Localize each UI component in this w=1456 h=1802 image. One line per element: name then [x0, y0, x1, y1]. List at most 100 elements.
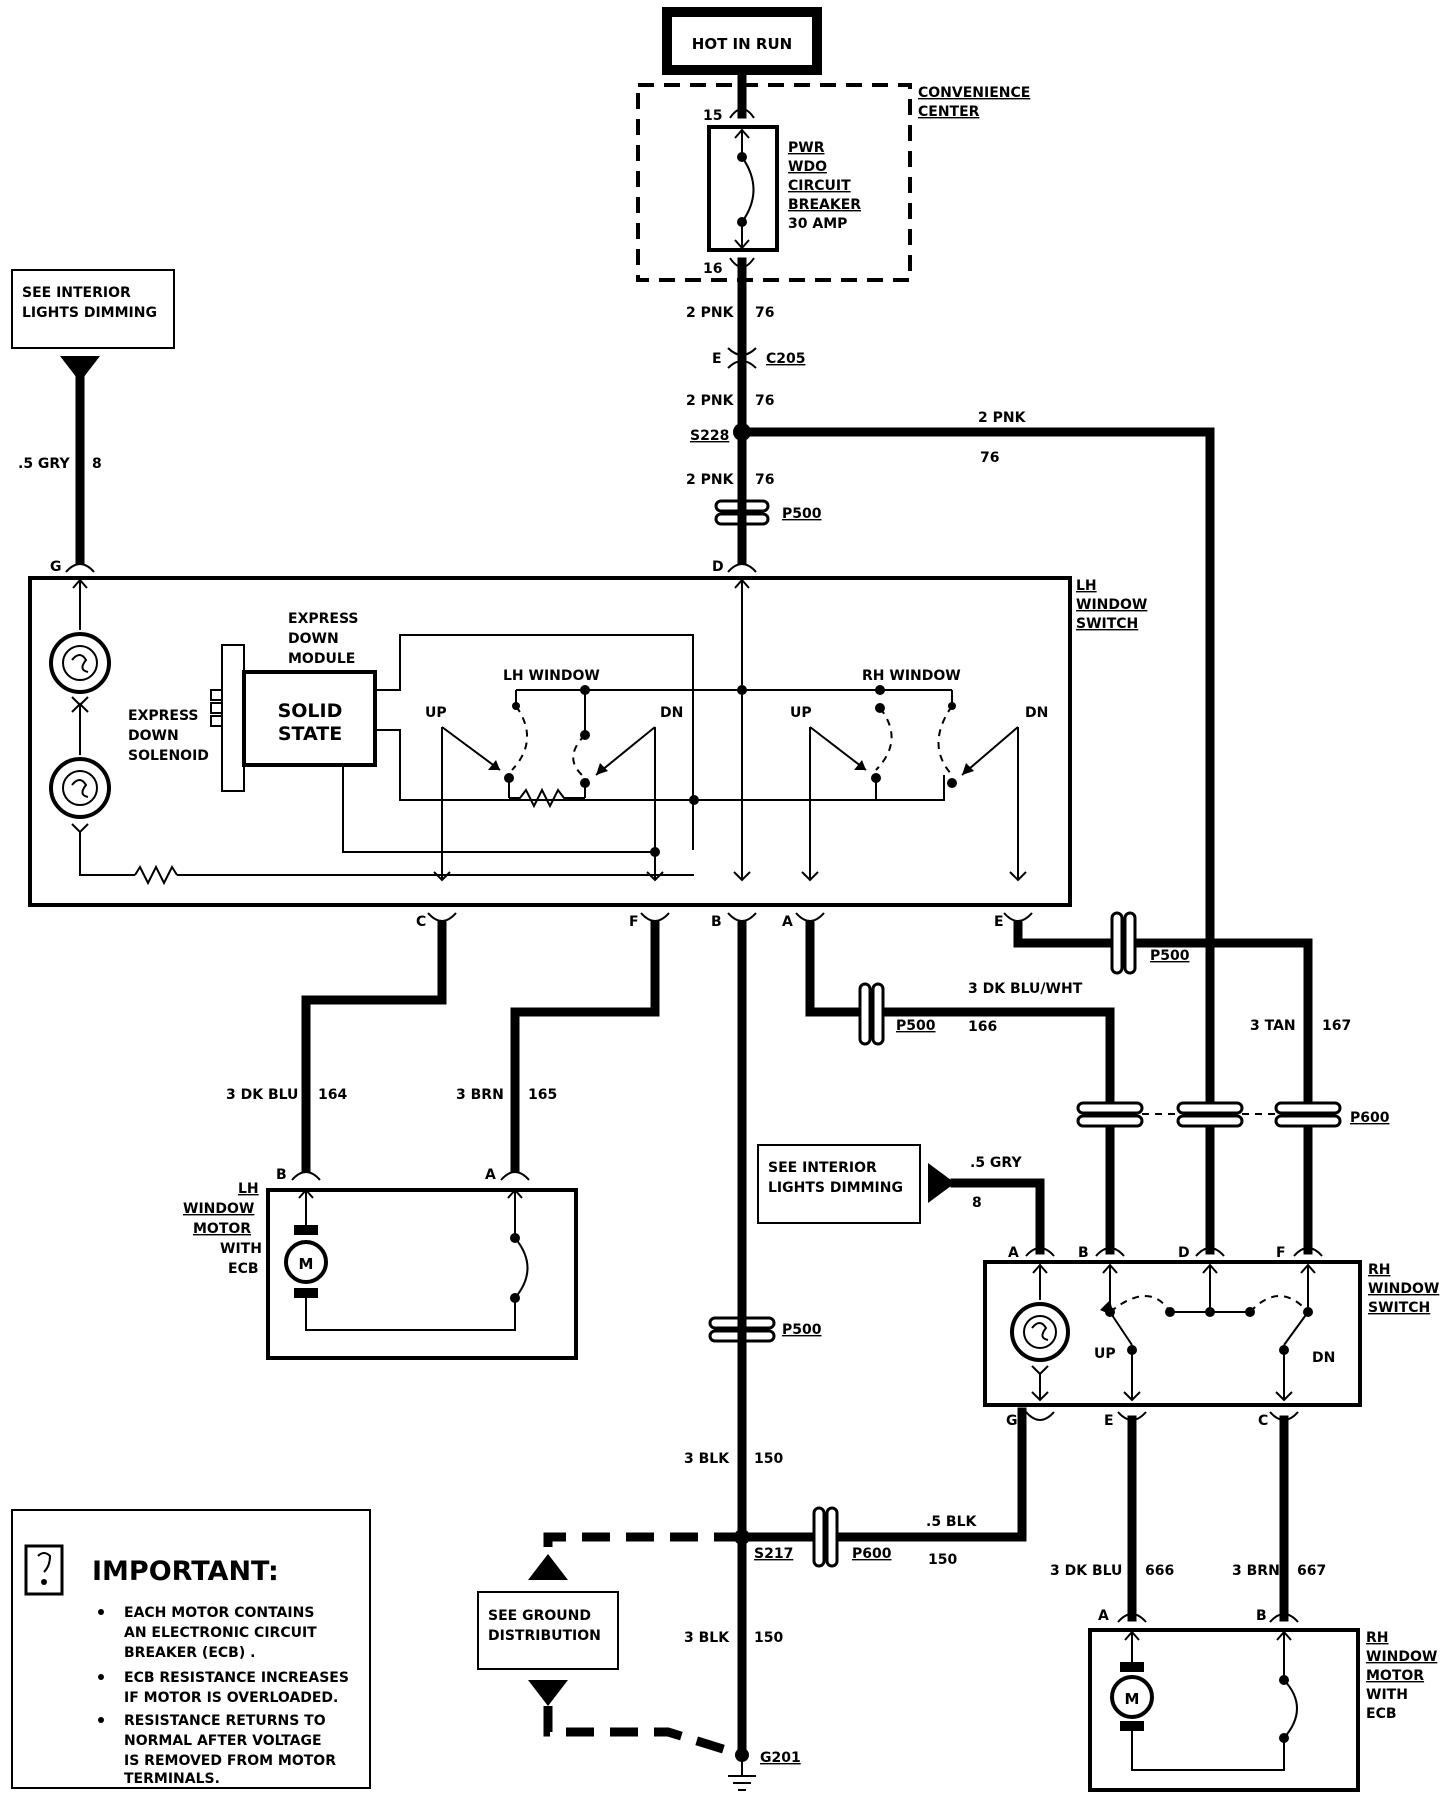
lh-switch-pin-f: F	[629, 914, 639, 930]
info-icon	[24, 1544, 64, 1596]
ref-text: SEE INTERIOR	[22, 285, 131, 301]
ground-dist-arrow-down	[528, 1680, 568, 1706]
wire-dk-blu-wht-166	[805, 920, 1115, 1255]
wire-gry-8-rh	[950, 1178, 1045, 1255]
p500-label: P500	[782, 506, 822, 522]
lh-switch-pin-e: E	[994, 914, 1004, 930]
rh-switch-pin-f: F	[1276, 1245, 1286, 1261]
wire-label: .5 BLK	[926, 1514, 978, 1530]
rh-motor-pin-b: B	[1256, 1608, 1267, 1624]
module-label-2: DOWN	[288, 631, 339, 647]
wire-label: 2 PNK	[978, 410, 1027, 426]
wire-label: 3 BLK	[684, 1630, 730, 1646]
wire-label: 2 PNK	[686, 472, 735, 488]
rh-window-label: RH WINDOW	[862, 668, 961, 684]
wire-circuit: 164	[318, 1087, 347, 1103]
ground-g201: G201	[728, 1748, 801, 1791]
wire-circuit: 167	[1322, 1018, 1351, 1034]
wire-circuit: 150	[754, 1630, 783, 1646]
wire-circuit: 166	[968, 1019, 997, 1035]
lh-switch-pin-a: A	[782, 914, 793, 930]
solid-state-label-2: STATE	[278, 723, 342, 745]
rh-window-motor: A B RH WINDOW MOTOR WITH ECB M	[1088, 1608, 1437, 1792]
important-text: EACH MOTOR CONTAINS	[124, 1605, 314, 1621]
lh-motor-title-4: WITH	[220, 1241, 262, 1257]
rh-up-label: UP	[790, 705, 812, 721]
rh-motor-m: M	[1125, 1690, 1140, 1708]
wire-label: 2 PNK	[686, 305, 735, 321]
important-note: IMPORTANT: EACH MOTOR CONTAINS AN ELECTR…	[11, 1509, 371, 1789]
convenience-center-label: CONVENIENCE	[918, 85, 1030, 101]
wire-label: .5 GRY	[970, 1155, 1022, 1171]
rh-switch-pin-d: D	[1178, 1245, 1190, 1261]
connector-p500-166: P500	[858, 982, 936, 1046]
wire-circuit: 76	[755, 305, 774, 321]
lh-switch-pin-d: D	[712, 559, 724, 575]
wire-circuit: 667	[1297, 1563, 1326, 1579]
lh-motor-pin-b: B	[276, 1167, 287, 1183]
solid-state-label: SOLID	[278, 700, 343, 722]
rh-switch-pin-e: E	[1104, 1413, 1114, 1429]
wire-circuit: 8	[972, 1195, 982, 1211]
p600-label-blk: P600	[852, 1546, 892, 1562]
ground-dist-dash-bottom	[543, 1706, 738, 1758]
p500-label-2: P500	[782, 1322, 822, 1338]
lh-switch-title: LH	[1076, 578, 1097, 594]
rh-motor-pin-a: A	[1098, 1608, 1109, 1624]
rh-switch-pin-a: A	[1008, 1245, 1019, 1261]
lh-motor-title-5: ECB	[228, 1261, 259, 1277]
rh-switch-pin-c: C	[1258, 1413, 1268, 1429]
important-text: NORMAL AFTER VOLTAGE	[124, 1733, 322, 1749]
rh-motor-title-2: WINDOW	[1366, 1649, 1437, 1665]
rh-motor-title: RH	[1366, 1630, 1389, 1646]
pin-16: 16	[703, 261, 722, 277]
lh-window-label: LH WINDOW	[503, 668, 600, 684]
s217-label: S217	[754, 1546, 793, 1562]
see-ground-distribution-ref[interactable]: SEE GROUND DISTRIBUTION	[477, 1591, 619, 1670]
wire-blk-150-rh	[737, 1407, 1027, 1542]
ground-dist-dash-top	[543, 1532, 742, 1575]
wire-label: 3 DK BLU	[226, 1087, 298, 1103]
wire-label: 3 BRN	[1232, 1563, 1280, 1579]
important-text: IF MOTOR IS OVERLOADED.	[124, 1690, 338, 1706]
lh-motor-title-2: WINDOW	[183, 1201, 254, 1217]
hot-in-run-box: HOT IN RUN	[662, 7, 822, 75]
wire-circuit: 76	[755, 472, 774, 488]
lh-switch-title-2: WINDOW	[1076, 597, 1147, 613]
important-text: ECB RESISTANCE INCREASES	[124, 1670, 349, 1686]
connector-p600: P600	[1076, 1101, 1390, 1128]
pin-15: 15	[703, 108, 722, 124]
ref-text: LIGHTS DIMMING	[22, 305, 157, 321]
lh-switch-title-3: SWITCH	[1076, 616, 1138, 632]
lh-up-label: UP	[425, 705, 447, 721]
lh-switch-pin-b: B	[711, 914, 722, 930]
lh-window-motor: B A LH WINDOW MOTOR WITH ECB M	[183, 1167, 578, 1360]
lh-window-switch: LH WINDOW SWITCH G D EXPRESS DOWN SOLENO…	[28, 559, 1147, 930]
convenience-center-label-2: CENTER	[918, 104, 980, 120]
wire-circuit: 8	[92, 456, 102, 472]
ref-text: SEE GROUND	[488, 1608, 591, 1624]
see-interior-lights-dimming-ref[interactable]: SEE INTERIOR LIGHTS DIMMING	[11, 269, 175, 382]
connector-p500: P500	[714, 493, 822, 533]
wire-circuit: 150	[754, 1451, 783, 1467]
important-heading: IMPORTANT:	[92, 1556, 279, 1587]
breaker-label-3: CIRCUIT	[788, 178, 851, 194]
rh-switch-pin-b: B	[1078, 1245, 1089, 1261]
see-interior-lights-dimming-ref-2[interactable]: SEE INTERIOR LIGHTS DIMMING	[757, 1144, 955, 1224]
rh-switch-title: RH	[1368, 1262, 1391, 1278]
solenoid-label-3: SOLENOID	[128, 748, 209, 764]
rh-motor-title-4: WITH	[1366, 1687, 1408, 1703]
wire-dk-blu-164	[301, 920, 447, 1173]
breaker-label-1: PWR	[788, 140, 825, 156]
s228-label: S228	[690, 428, 729, 444]
important-text: RESISTANCE RETURNS TO	[124, 1713, 326, 1729]
wire-circuit: 165	[528, 1087, 557, 1103]
solenoid-label-2: DOWN	[128, 728, 179, 744]
breaker-label-4: BREAKER	[788, 197, 861, 213]
connector-p500-167: P500	[1110, 911, 1190, 975]
lh-motor-pin-a: A	[485, 1167, 496, 1183]
wire-circuit: 666	[1145, 1563, 1174, 1579]
c205-pin-e: E	[712, 351, 722, 367]
solenoid-label: EXPRESS	[128, 708, 199, 724]
lh-dn-label: DN	[660, 705, 683, 721]
